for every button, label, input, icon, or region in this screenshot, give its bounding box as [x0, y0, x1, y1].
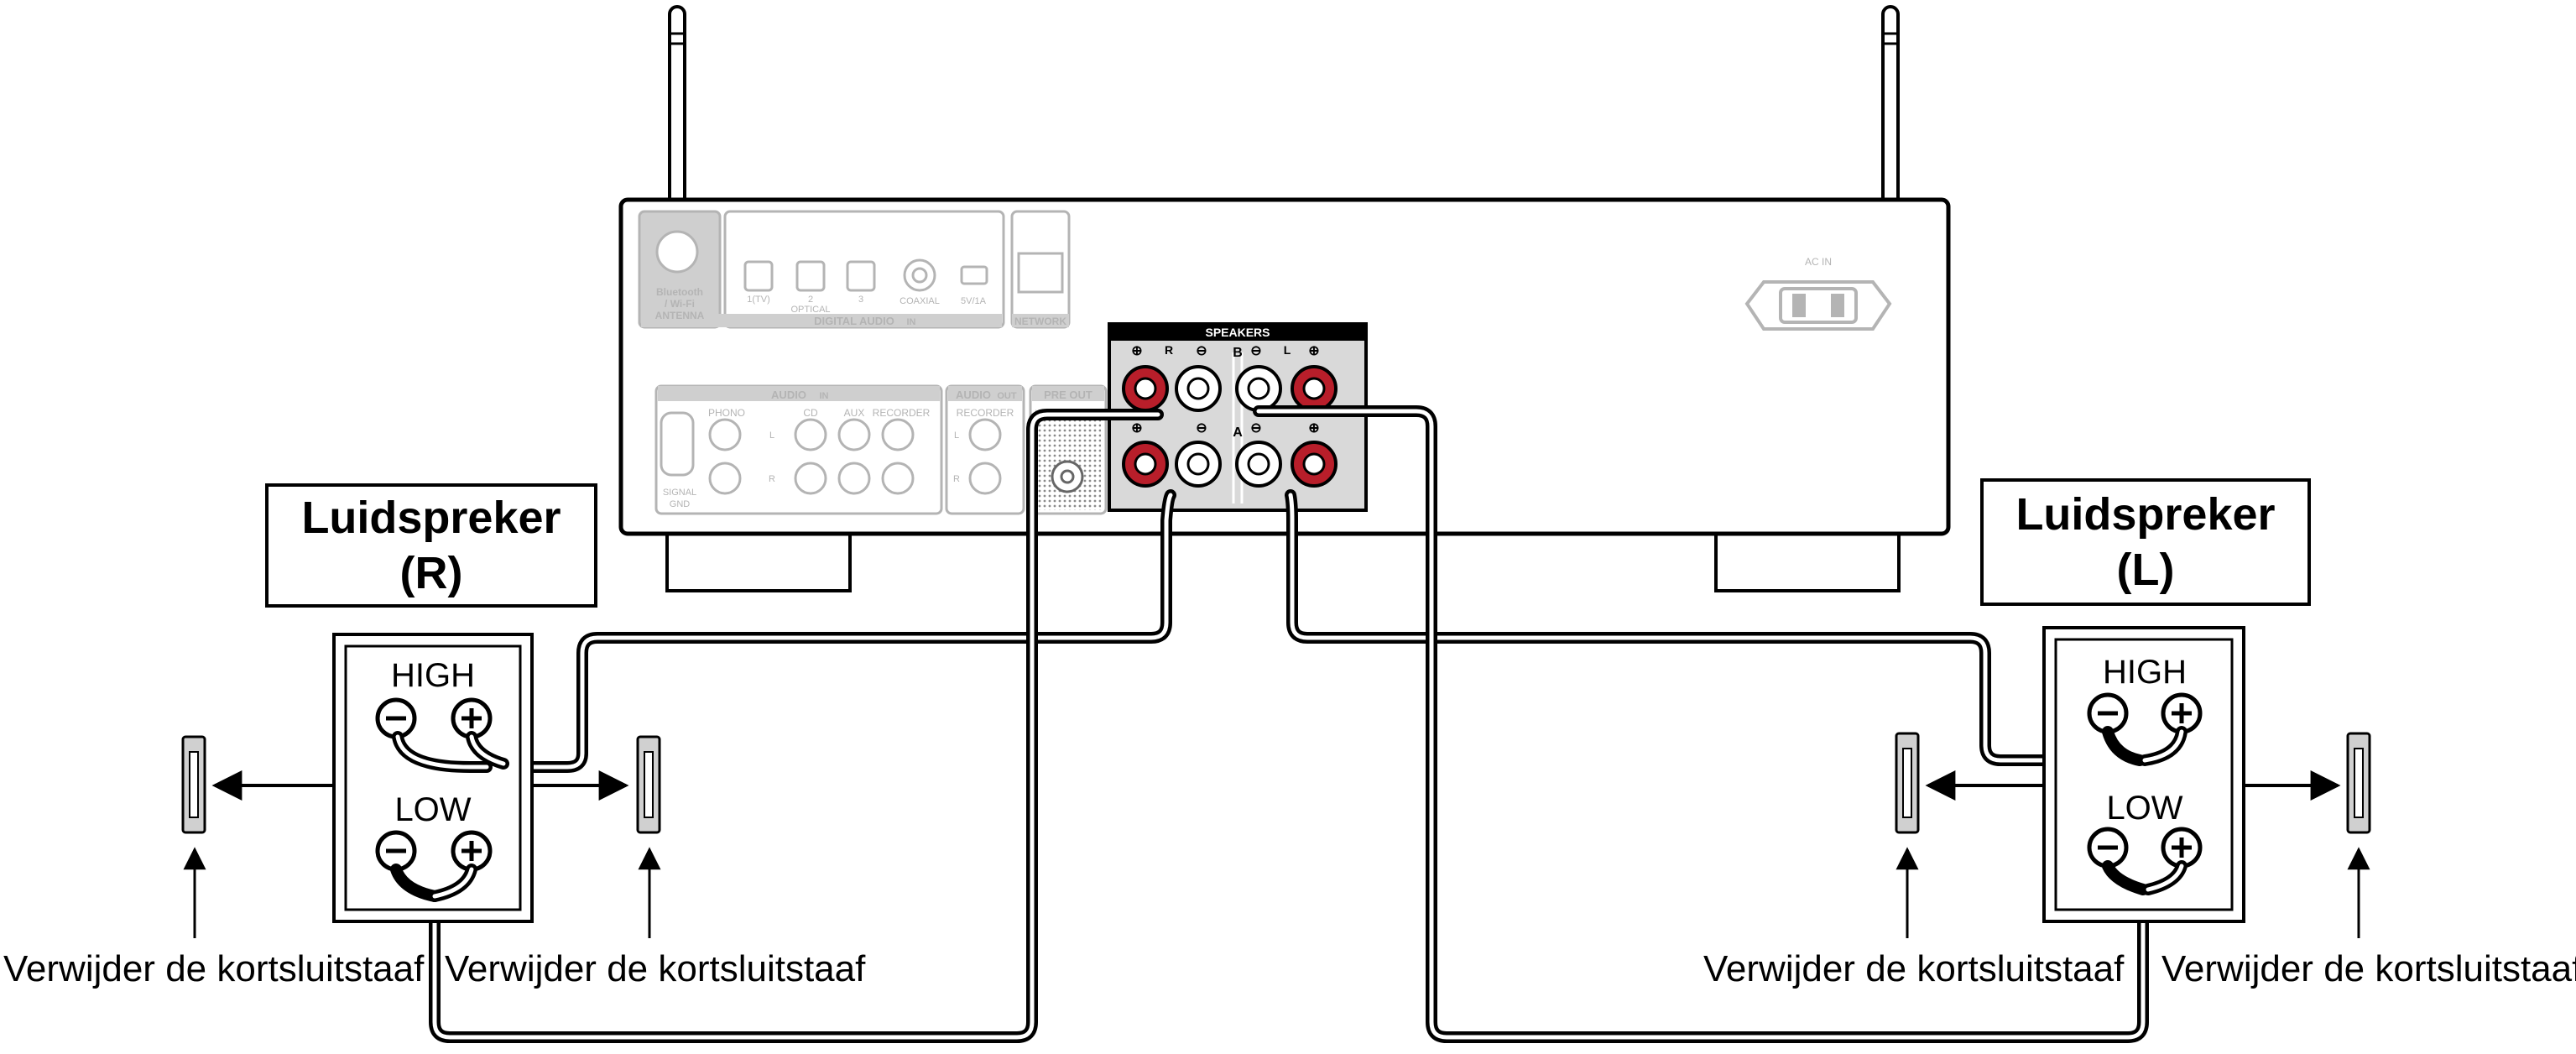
- r-channel-label: R: [1165, 343, 1173, 357]
- audio-in-badge: IN: [820, 391, 829, 401]
- callout-remove-bar-l1: Verwijder de kortsluitstaaf: [1703, 948, 2125, 989]
- phono-channel-r: R: [769, 474, 775, 484]
- callout-remove-bar-r2: Verwijder de kortsluitstaaf: [445, 948, 866, 989]
- digital-in-badge: IN: [907, 317, 916, 327]
- receiver-inputs-area: [638, 210, 1108, 515]
- svg-text:⊕: ⊕: [1308, 421, 1319, 436]
- svg-text:⊖: ⊖: [1250, 421, 1261, 436]
- network-label: NETWORK: [1014, 316, 1066, 327]
- receiver-unit: Bluetooth / Wi-Fi ANTENNA 1(TV) 2 OPTICA…: [618, 5, 1951, 592]
- pre-out-grille: [1035, 410, 1101, 510]
- speaker-right-low-label: LOW: [394, 791, 471, 828]
- ac-in-label: AC IN: [1805, 256, 1832, 268]
- antenna-label-3: ANTENNA: [655, 310, 705, 321]
- jumper-bar-right-outer: [181, 735, 206, 834]
- receiver-foot-left: [665, 530, 852, 592]
- callout-remove-bar-l2: Verwijder de kortsluitstaaf: [2161, 948, 2576, 989]
- speaker-right-high-label: HIGH: [391, 657, 475, 694]
- l-channel-label: L: [1284, 343, 1291, 357]
- row-a-label: A: [1233, 425, 1243, 440]
- audio-in-label: AUDIO: [771, 389, 806, 401]
- recorder-out-label: RECORDER: [957, 407, 1014, 419]
- phono-channel-l: L: [769, 430, 774, 441]
- svg-text:⊖: ⊖: [1196, 421, 1207, 436]
- svg-text:⊕: ⊕: [1308, 344, 1319, 358]
- speaker-cables: [429, 405, 2149, 1043]
- signal-gnd-label-2: GND: [670, 499, 691, 509]
- speaker-left-title-line1: Luidspreker: [2015, 489, 2276, 540]
- rec-channel-l: L: [954, 430, 959, 441]
- svg-text:⊖: ⊖: [1250, 344, 1261, 358]
- svg-text:⊕: ⊕: [1131, 344, 1142, 358]
- cd-label: CD: [803, 407, 818, 419]
- jumper-bar-right-inner: [636, 735, 661, 834]
- optical-label: OPTICAL: [790, 305, 830, 315]
- aux-label: AUX: [844, 407, 865, 419]
- row-b-label: B: [1233, 346, 1243, 360]
- pre-out-label: PRE OUT: [1044, 389, 1092, 401]
- callout-remove-bar-r1: Verwijder de kortsluitstaaf: [3, 948, 425, 989]
- speaker-right-title-line1: Luidspreker: [301, 493, 561, 543]
- digital-input-3-label: 3: [858, 295, 863, 305]
- speaker-right-title-box: [265, 483, 597, 608]
- digital-input-1-label: 1(TV): [747, 295, 770, 305]
- speaker-right-terminal-plate: [332, 633, 534, 923]
- jumper-bar-left-outer: [2346, 732, 2371, 834]
- speaker-right-title-line2: (R): [399, 548, 463, 598]
- svg-text:⊖: ⊖: [1196, 344, 1207, 358]
- receiver-foot-right: [1714, 530, 1901, 592]
- speaker-left-title-box: [1980, 478, 2311, 606]
- recorder-in-label: RECORDER: [873, 407, 931, 419]
- speaker-left-high-label: HIGH: [2103, 654, 2187, 691]
- jumper-bar-left-inner: [1895, 732, 1920, 834]
- speaker-left-title-line2: (L): [2116, 545, 2175, 595]
- antenna-label-1: Bluetooth: [656, 286, 703, 298]
- signal-gnd-label-1: SIGNAL: [663, 488, 696, 498]
- coaxial-label: COAXIAL: [900, 296, 940, 306]
- rec-channel-r: R: [953, 474, 960, 484]
- speaker-left-low-label: LOW: [2106, 790, 2182, 827]
- phono-label: PHONO: [708, 407, 745, 419]
- audio-out-label: AUDIO: [956, 389, 991, 401]
- svg-text:⊕: ⊕: [1131, 421, 1142, 436]
- speakers-title: SPEAKERS: [1205, 326, 1270, 339]
- antenna-label-2: / Wi-Fi: [665, 298, 695, 310]
- digital-input-2-label: 2: [808, 295, 813, 305]
- speaker-left-title: Luidspreker (L): [1982, 487, 2309, 597]
- speaker-left-terminal-plate: [2042, 626, 2245, 923]
- ac-inlet: [1744, 280, 1892, 331]
- usb-label: 5V/1A: [961, 296, 987, 306]
- speaker-right-title: Luidspreker (R): [267, 490, 596, 601]
- digital-audio-label: DIGITAL AUDIO: [814, 315, 894, 327]
- audio-out-badge: OUT: [997, 391, 1017, 401]
